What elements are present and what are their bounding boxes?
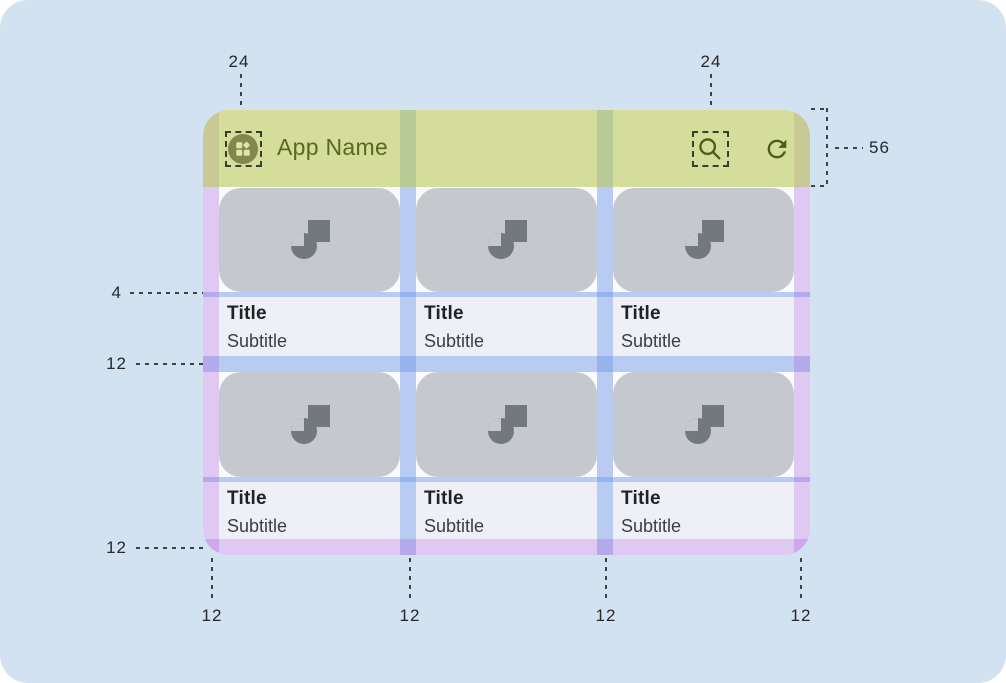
card-2[interactable] (416, 188, 597, 292)
search-icon[interactable] (696, 135, 724, 163)
card-1[interactable] (219, 188, 400, 292)
measurement-label-rightmargin-12: 12 (790, 606, 812, 625)
card-title: Title (424, 303, 464, 324)
app-name-title: App Name (277, 134, 389, 160)
measurement-label-gutter2-12: 12 (595, 606, 617, 625)
measurement-label-leftmargin-12: 12 (201, 606, 223, 625)
image-placeholder-icon (684, 404, 724, 444)
card-title: Title (424, 488, 464, 509)
gutter-overlay (400, 110, 416, 555)
measurement-label-appbar-56: 56 (869, 138, 890, 157)
logo-bounds-box (225, 131, 262, 167)
card-subtitle: Subtitle (424, 516, 485, 536)
card-3[interactable] (613, 188, 794, 292)
card-1-text: Title Subtitle (219, 297, 400, 356)
card-title: Title (227, 303, 267, 324)
card-5-text: Title Subtitle (416, 482, 597, 539)
card-4[interactable] (219, 372, 400, 477)
dimension-line (710, 74, 712, 128)
dimension-line (605, 558, 607, 601)
measurement-label-rowgap-12: 12 (106, 354, 127, 373)
card-title: Title (621, 303, 661, 324)
measurement-label-gap-4: 4 (111, 283, 122, 302)
dimension-line (826, 108, 828, 187)
dimension-line (130, 292, 203, 294)
measurement-label-search-24: 24 (700, 52, 722, 71)
gap-overlay-4 (203, 477, 810, 482)
dimension-line (136, 547, 203, 549)
card-2-text: Title Subtitle (416, 297, 597, 356)
image-placeholder-icon (684, 220, 724, 259)
image-placeholder-icon (487, 220, 527, 259)
image-placeholder-icon (290, 404, 330, 444)
app-mockup: Title Subtitle Title Subtitle Title Subt… (203, 110, 810, 555)
gutter-overlay (597, 110, 613, 555)
widgets-icon (236, 141, 250, 156)
margin-overlay-bottom (203, 539, 810, 555)
card-subtitle: Subtitle (227, 331, 288, 351)
gap-overlay-4 (203, 292, 810, 297)
dimension-line (800, 558, 802, 601)
dimension-line (811, 185, 829, 187)
top-app-bar (203, 110, 810, 187)
refresh-icon[interactable] (763, 135, 791, 163)
card-subtitle: Subtitle (621, 331, 682, 351)
image-placeholder-icon (290, 220, 330, 259)
card-title: Title (621, 488, 661, 509)
card-6[interactable] (613, 372, 794, 477)
card-6-text: Title Subtitle (613, 482, 794, 539)
rowgap-overlay-12 (203, 356, 810, 372)
image-placeholder-icon (487, 404, 527, 444)
measurement-label-logo-24: 24 (228, 52, 250, 71)
margin-overlay-left (203, 110, 219, 555)
card-5[interactable] (416, 372, 597, 477)
card-subtitle: Subtitle (621, 516, 682, 536)
dimension-line (835, 147, 863, 149)
card-4-text: Title Subtitle (219, 482, 400, 539)
dimension-line (240, 74, 242, 128)
search-bounds-box (692, 131, 729, 167)
measurement-label-bottommargin-12: 12 (106, 538, 127, 557)
card-subtitle: Subtitle (424, 331, 485, 351)
measurement-label-gutter1-12: 12 (399, 606, 421, 625)
dimension-line (409, 558, 411, 601)
dimension-line (136, 363, 203, 365)
card-subtitle: Subtitle (227, 516, 288, 536)
margin-overlay-right (794, 110, 810, 555)
app-logo-button[interactable] (228, 134, 258, 164)
dimension-line (211, 558, 213, 601)
card-3-text: Title Subtitle (613, 297, 794, 356)
card-title: Title (227, 488, 267, 509)
dimension-line (811, 108, 829, 110)
